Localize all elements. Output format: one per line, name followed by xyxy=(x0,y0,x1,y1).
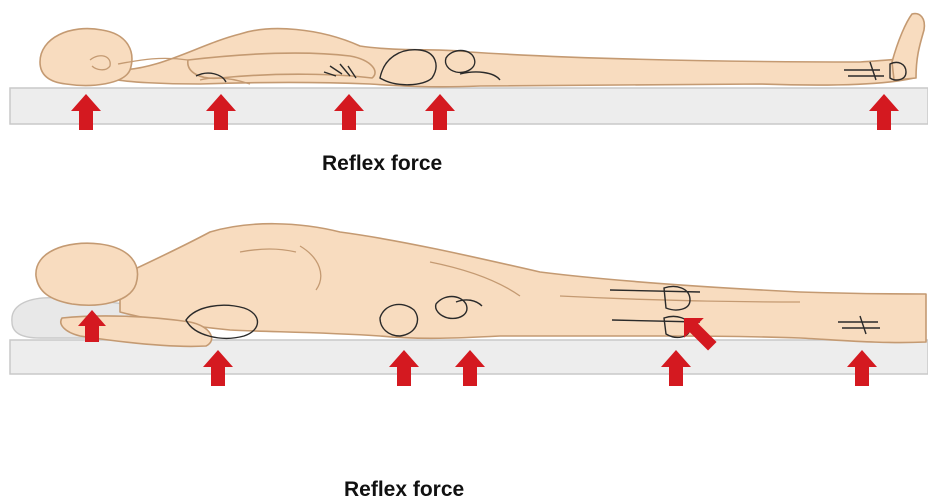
reflex-force-caption-top: Reflex force xyxy=(322,152,442,176)
supine-figure xyxy=(40,14,924,87)
lateral-panel xyxy=(10,224,928,386)
support-surface-top xyxy=(10,88,928,124)
reflex-force-caption-bottom: Reflex force xyxy=(344,478,464,502)
supine-panel xyxy=(10,14,928,130)
lateral-figure xyxy=(36,224,926,347)
